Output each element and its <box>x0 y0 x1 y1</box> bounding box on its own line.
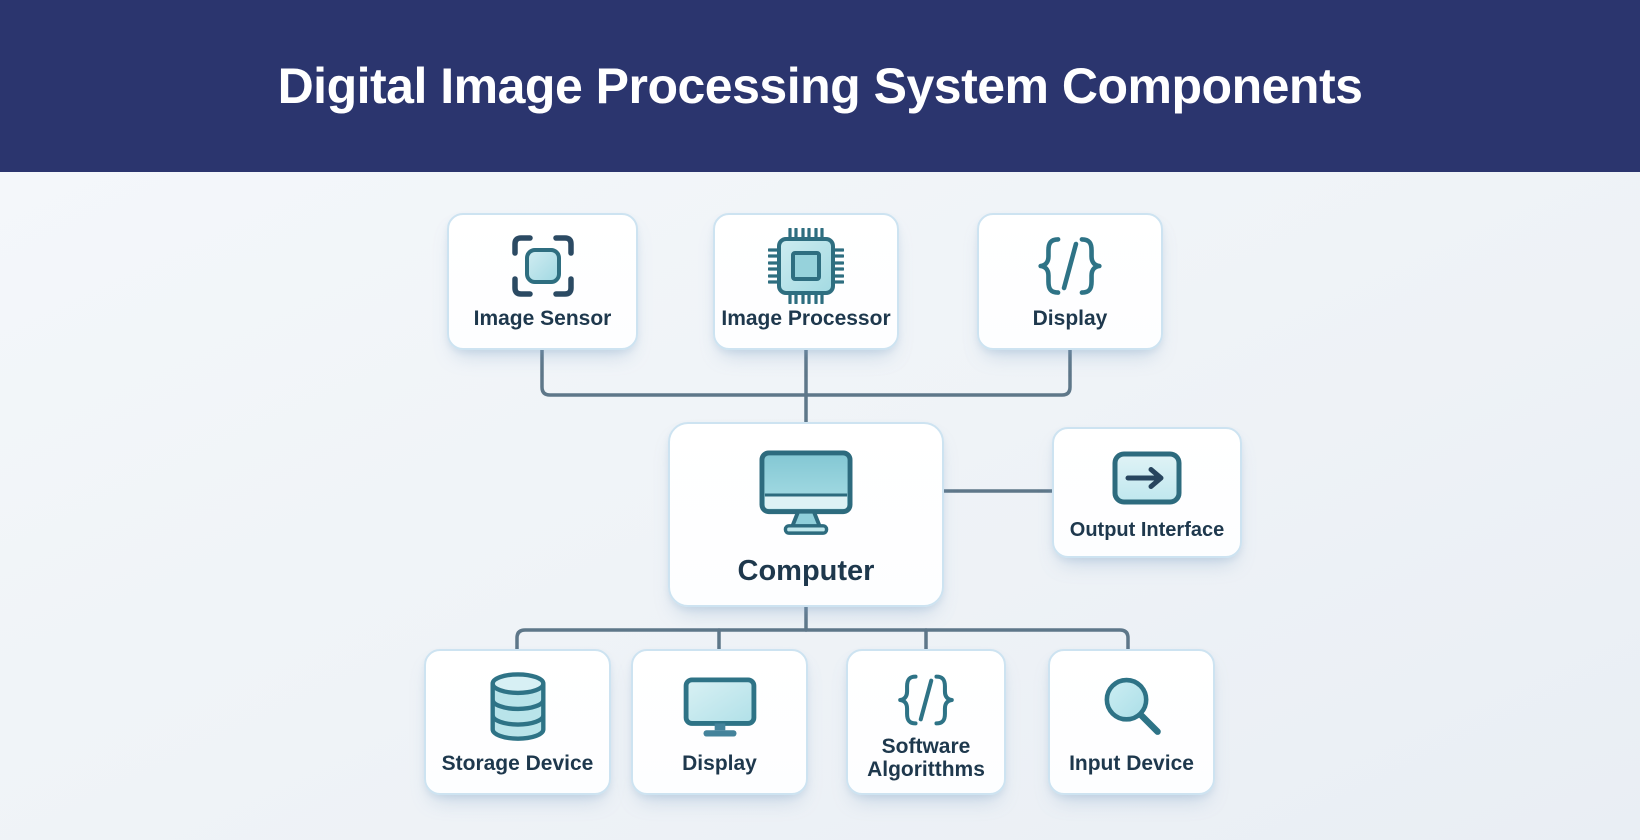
scan-icon <box>449 215 636 307</box>
node-label: Image Sensor <box>473 307 612 331</box>
code-icon <box>848 651 1004 735</box>
node-label: Display <box>682 752 757 776</box>
database-icon <box>426 651 609 752</box>
node-image-processor: Image Processor <box>713 213 899 350</box>
monitor-icon <box>633 651 806 752</box>
node-display-top: Display <box>977 213 1163 350</box>
node-output-interface: Output Interface <box>1052 427 1242 558</box>
node-label: Software Algoritthms <box>867 734 985 782</box>
node-label: Image Processor <box>721 307 891 331</box>
code-icon <box>979 215 1161 307</box>
node-storage-device: Storage Device <box>424 649 611 795</box>
page-title: Digital Image Processing System Componen… <box>277 58 1363 114</box>
node-label: Input Device <box>1069 752 1194 776</box>
chip-icon <box>715 215 897 307</box>
node-computer: Computer <box>668 422 944 607</box>
node-display-bottom: Display <box>631 649 808 795</box>
node-label: Output Interface <box>1069 518 1225 541</box>
node-label: Computer <box>737 554 875 587</box>
arrow-right-icon <box>1054 429 1240 519</box>
node-label: Display <box>1032 307 1108 331</box>
node-software-algorithms: Software Algoritthms <box>846 649 1006 795</box>
node-input-device: Input Device <box>1048 649 1215 795</box>
search-icon <box>1050 651 1213 752</box>
node-image-sensor: Image Sensor <box>447 213 638 350</box>
node-label: Storage Device <box>441 752 594 776</box>
monitor-icon <box>670 424 942 555</box>
header-banner: Digital Image Processing System Componen… <box>0 0 1640 172</box>
